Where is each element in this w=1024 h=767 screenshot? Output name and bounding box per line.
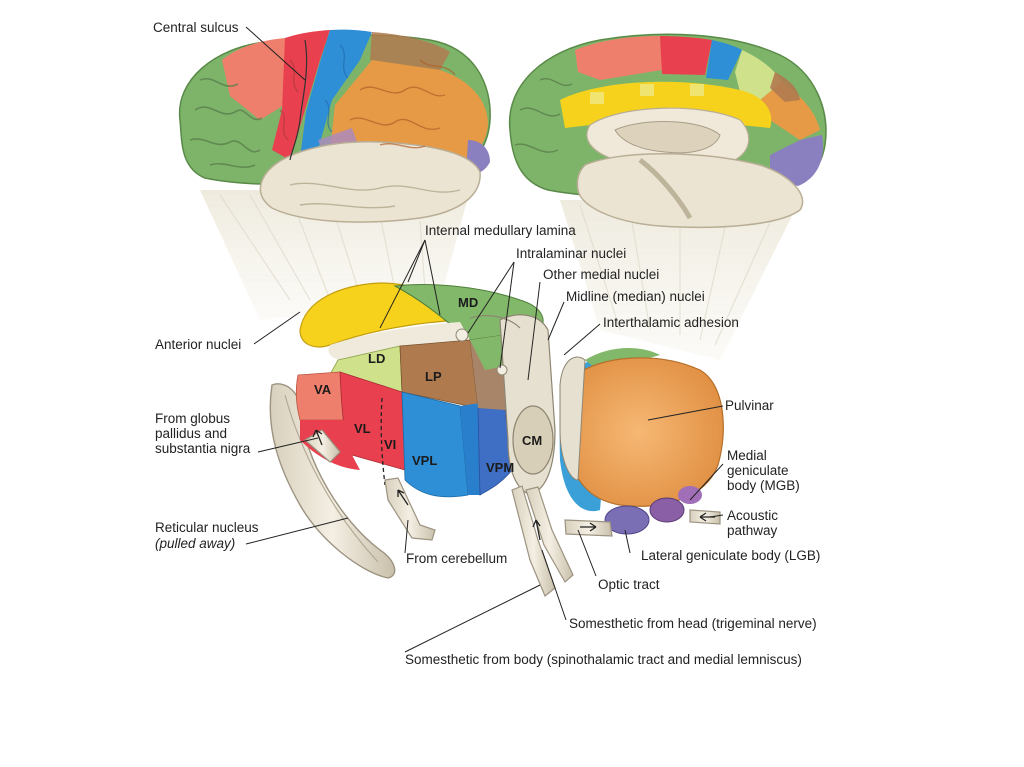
projection-rays [200, 190, 800, 360]
nucleus-ld-label: LD [368, 351, 386, 366]
label-lateral-geniculate: Lateral geniculate body (LGB) [641, 548, 821, 563]
label-somesthetic-head: Somesthetic from head (trigeminal nerve) [569, 616, 817, 631]
label-medial-geniculate: Medial geniculate body (MGB) [727, 448, 800, 493]
label-reticular-nucleus: Reticular nucleus [155, 520, 259, 535]
label-from-cerebellum: From cerebellum [406, 551, 508, 566]
input-arrows [312, 429, 715, 541]
thalamus-left [295, 282, 556, 498]
label-pulvinar: Pulvinar [725, 398, 774, 413]
label-midline-nuclei: Midline (median) nuclei [566, 289, 705, 304]
medial-brain-view [508, 33, 827, 229]
label-interthalamic-adhesion: Interthalamic adhesion [603, 315, 739, 330]
label-somesthetic-body: Somesthetic from body (spinothalamic tra… [405, 652, 802, 667]
label-acoustic-pathway: Acoustic pathway [727, 508, 779, 538]
nucleus-vl-label: VL [354, 421, 371, 436]
label-pulled-away: (pulled away) [155, 536, 236, 551]
thalamus-right [559, 348, 724, 535]
label-optic-tract: Optic tract [598, 577, 660, 592]
nucleus-cm-label: CM [522, 433, 543, 448]
nucleus-md-label: MD [458, 295, 479, 310]
nucleus-vi-label: VI [384, 437, 397, 452]
label-intralaminar-nuclei: Intralaminar nuclei [516, 246, 627, 261]
label-central-sulcus: Central sulcus [153, 20, 239, 35]
leader-lines [245, 26, 724, 653]
nucleus-vpm-label: VPM [486, 460, 515, 475]
label-anterior-nuclei: Anterior nuclei [155, 337, 242, 352]
label-internal-medullary-lamina: Internal medullary lamina [425, 223, 576, 238]
nucleus-lp-label: LP [425, 369, 442, 384]
label-other-medial-nuclei: Other medial nuclei [543, 267, 660, 282]
label-from-globus-pallidus: From globus pallidus and substantia nigr… [155, 411, 251, 456]
nucleus-va-label: VA [314, 382, 332, 397]
nucleus-vpl-label: VPL [412, 453, 438, 468]
lateral-brain-view [178, 29, 491, 223]
